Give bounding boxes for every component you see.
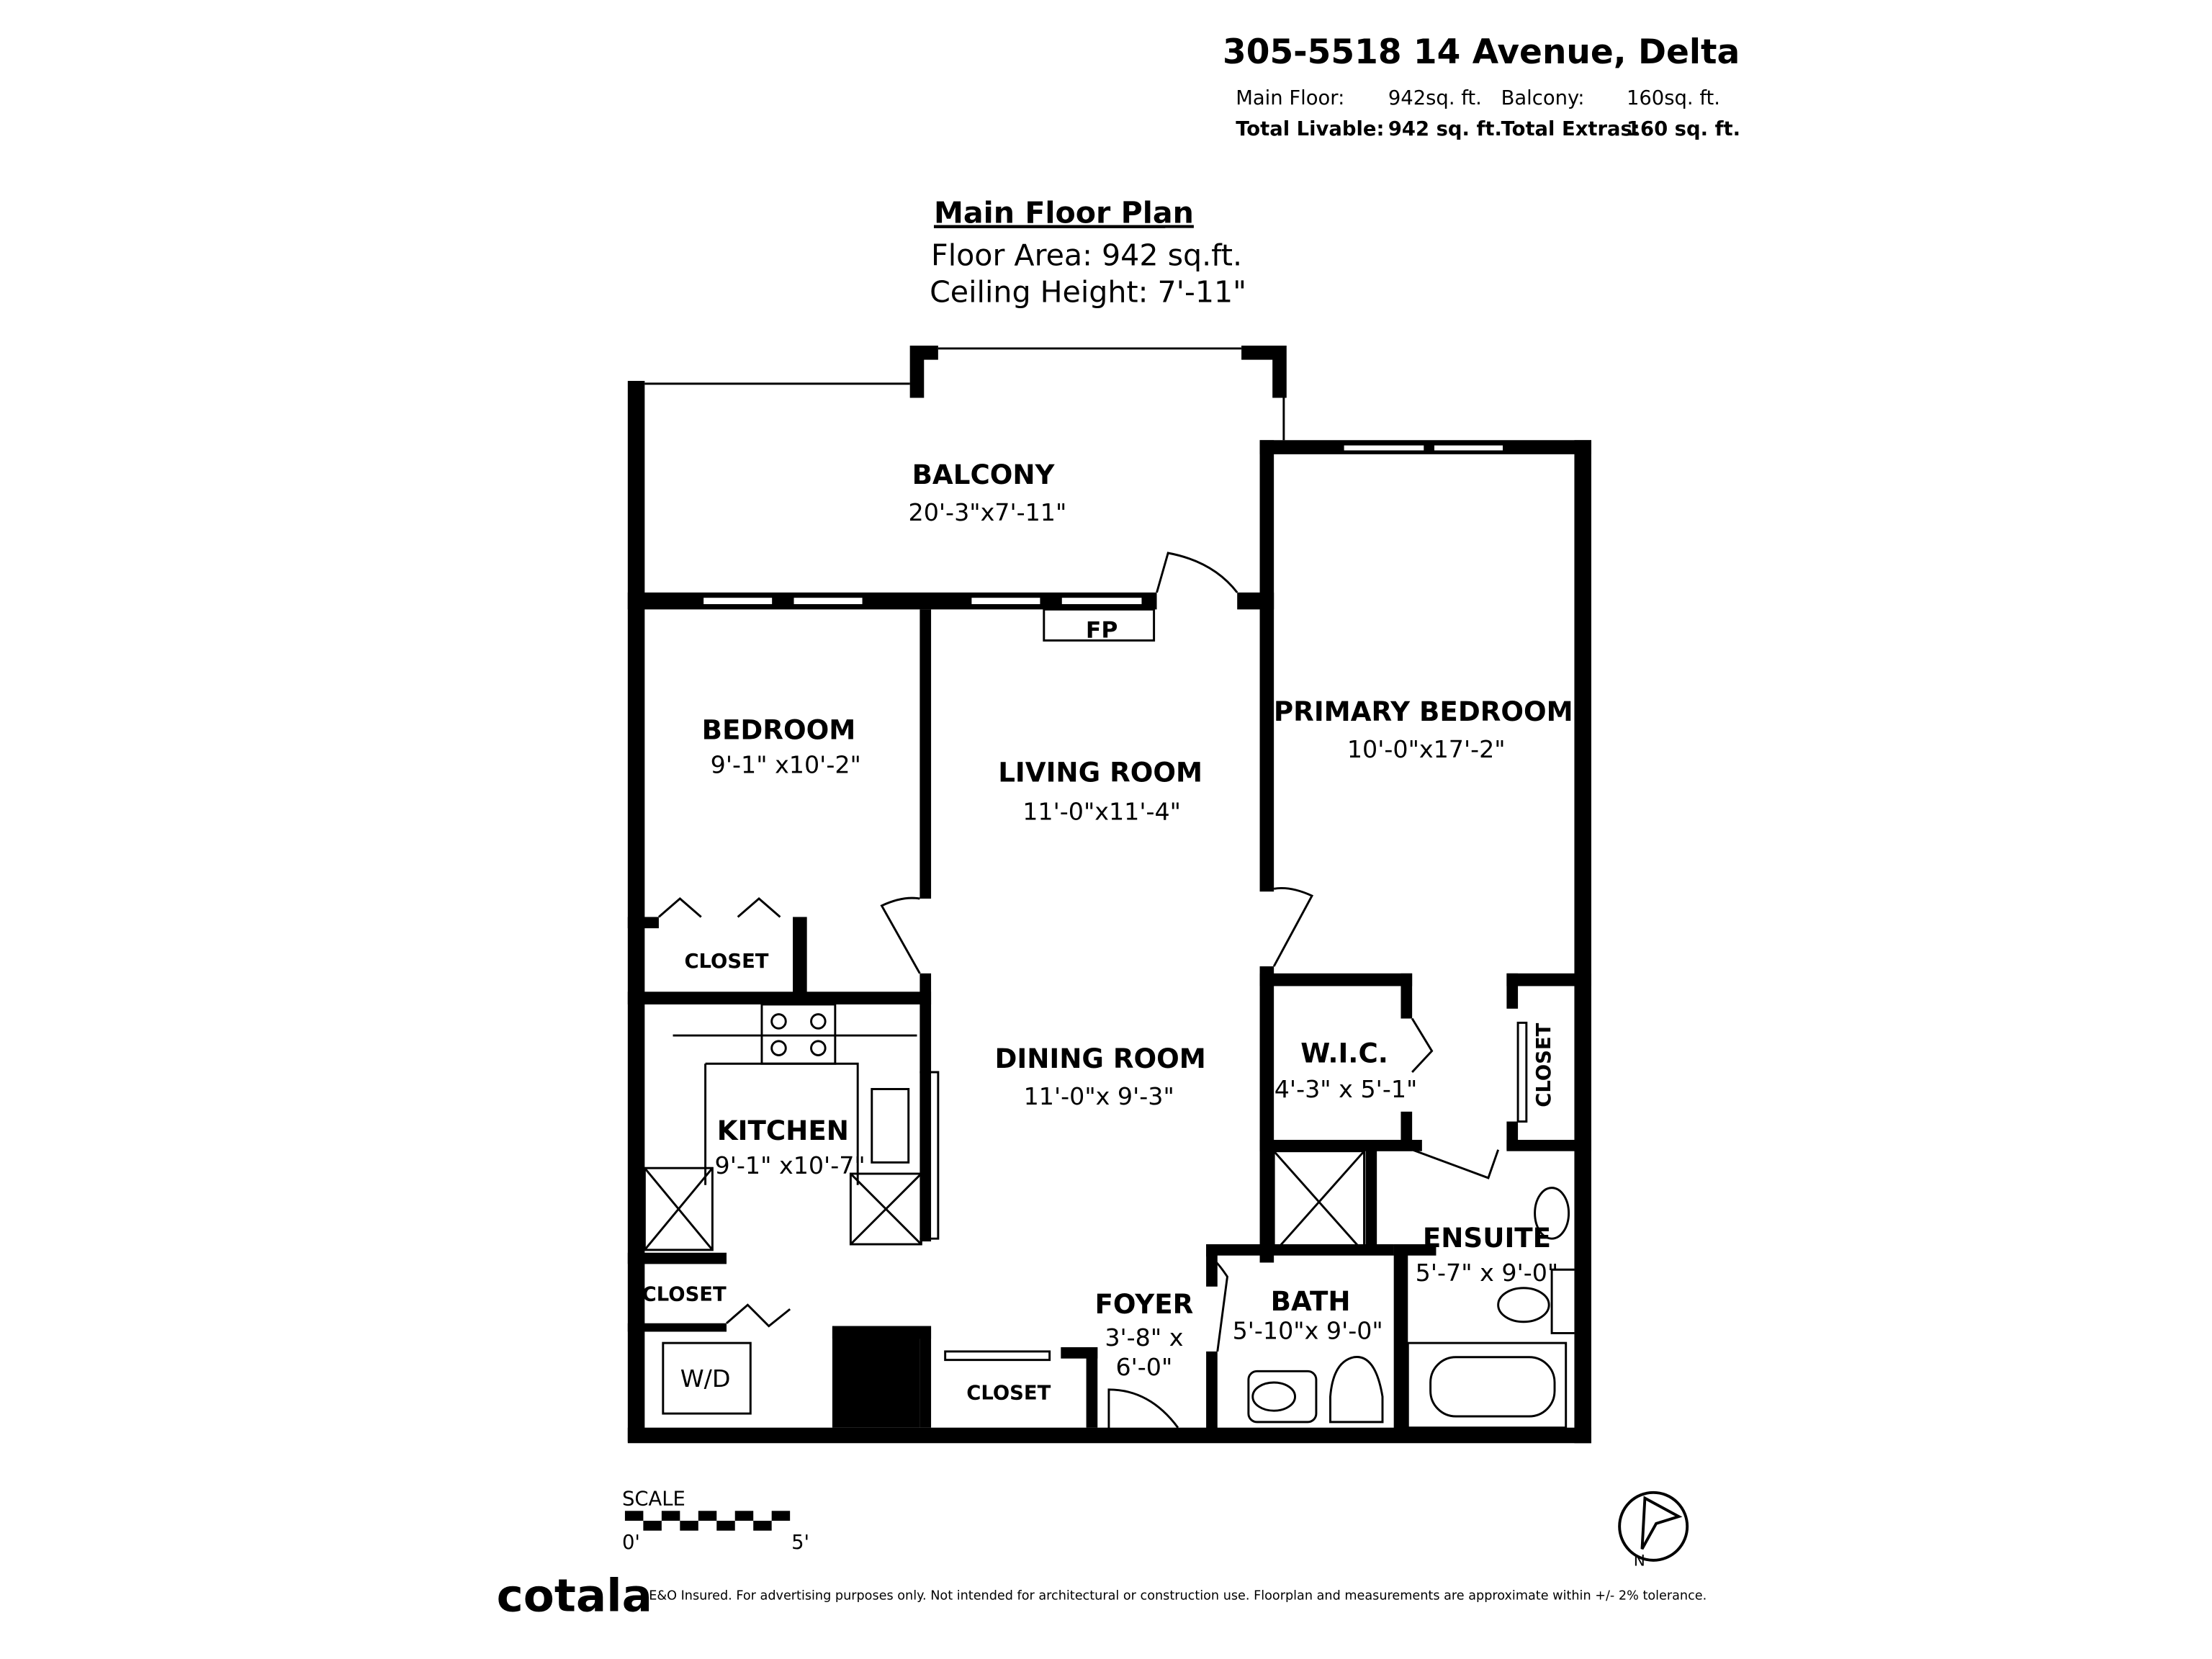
wic-name: W.I.C. xyxy=(1300,1037,1388,1069)
bath-dims: 5'-10"x 9'-0" xyxy=(1233,1316,1383,1344)
cotala-logo: cotala xyxy=(497,1569,652,1622)
address-title: 305-5518 14 Avenue, Delta xyxy=(1223,32,1740,72)
total-livable-label: Total Livable: xyxy=(1236,118,1384,140)
main-floor-label: Main Floor: xyxy=(1236,87,1344,109)
scale-bar: SCALE 0' 5' xyxy=(622,1488,809,1554)
washer-dryer-label: W/D xyxy=(680,1364,731,1393)
scale-start: 0' xyxy=(622,1532,640,1554)
bedroom-name: BEDROOM xyxy=(702,714,856,746)
laundry-closet-label: CLOSET xyxy=(834,1348,918,1370)
foyer-closet-label: CLOSET xyxy=(966,1382,1051,1405)
floor-area: Floor Area: 942 sq.ft. xyxy=(931,238,1242,272)
doors-fixtures xyxy=(643,552,1575,1442)
north-arrow-icon: N xyxy=(1618,1491,1689,1570)
total-extras-value: 160 sq. ft. xyxy=(1627,118,1740,140)
primary-bedroom-dims: 10'-0"x17'-2" xyxy=(1347,735,1506,763)
total-extras-label: Total Extras: xyxy=(1501,118,1640,140)
balcony-value: 160sq. ft. xyxy=(1627,87,1720,109)
dining-room-dims: 11'-0"x 9'-3" xyxy=(1024,1082,1174,1110)
ensuite-dims: 5'-7" x 9'-0" xyxy=(1416,1259,1559,1287)
wic-dims: 4'-3" x 5'-1" xyxy=(1274,1075,1418,1103)
balcony-name: BALCONY xyxy=(912,459,1056,490)
scale-end: 5' xyxy=(791,1532,809,1554)
kitchen-name: KITCHEN xyxy=(717,1115,849,1146)
main-floor-value: 942sq. ft. xyxy=(1388,87,1482,109)
walls xyxy=(627,346,1591,1444)
ensuite-name: ENSUITE xyxy=(1423,1222,1551,1254)
bedroom-dims: 9'-1" x10'-2" xyxy=(711,751,861,779)
property-header: 305-5518 14 Avenue, Delta Main Floor: 94… xyxy=(1223,32,1740,140)
ceiling-height: Ceiling Height: 7'-11" xyxy=(930,274,1246,309)
plan-title: Main Floor Plan xyxy=(934,196,1194,230)
foyer-dims-2: 6'-0" xyxy=(1115,1353,1172,1381)
balcony-label: Balcony: xyxy=(1501,87,1585,109)
foyer-dims-1: 3'-8" x xyxy=(1105,1323,1183,1352)
plan-info: Main Floor Plan Floor Area: 942 sq.ft. C… xyxy=(930,196,1246,310)
bath-name: BATH xyxy=(1271,1285,1351,1317)
kitchen-dims: 9'-1" x10'-7" xyxy=(715,1151,866,1179)
room-labels: BALCONY 20'-3"x7'-11" FP BEDROOM 9'-1" x… xyxy=(642,459,1573,1405)
dining-room-name: DINING ROOM xyxy=(994,1043,1205,1074)
fireplace-label: FP xyxy=(1086,618,1118,644)
disclaimer: E&O Insured. For advertising purposes on… xyxy=(649,1589,1707,1604)
foyer-name: FOYER xyxy=(1095,1288,1194,1320)
living-room-dims: 11'-0"x11'-4" xyxy=(1022,797,1181,825)
balcony-dims: 20'-3"x7'-11" xyxy=(909,498,1067,526)
bedroom-closet-label: CLOSET xyxy=(684,950,768,973)
living-room-name: LIVING ROOM xyxy=(998,756,1202,788)
scale-label: SCALE xyxy=(622,1488,685,1510)
wic-closet-label: CLOSET xyxy=(1533,1022,1555,1107)
primary-bedroom-name: PRIMARY BEDROOM xyxy=(1274,696,1573,727)
kitchen-closet-label: CLOSET xyxy=(642,1283,727,1305)
total-livable-value: 942 sq. ft. xyxy=(1388,118,1502,140)
north-label: N xyxy=(1634,1552,1645,1570)
